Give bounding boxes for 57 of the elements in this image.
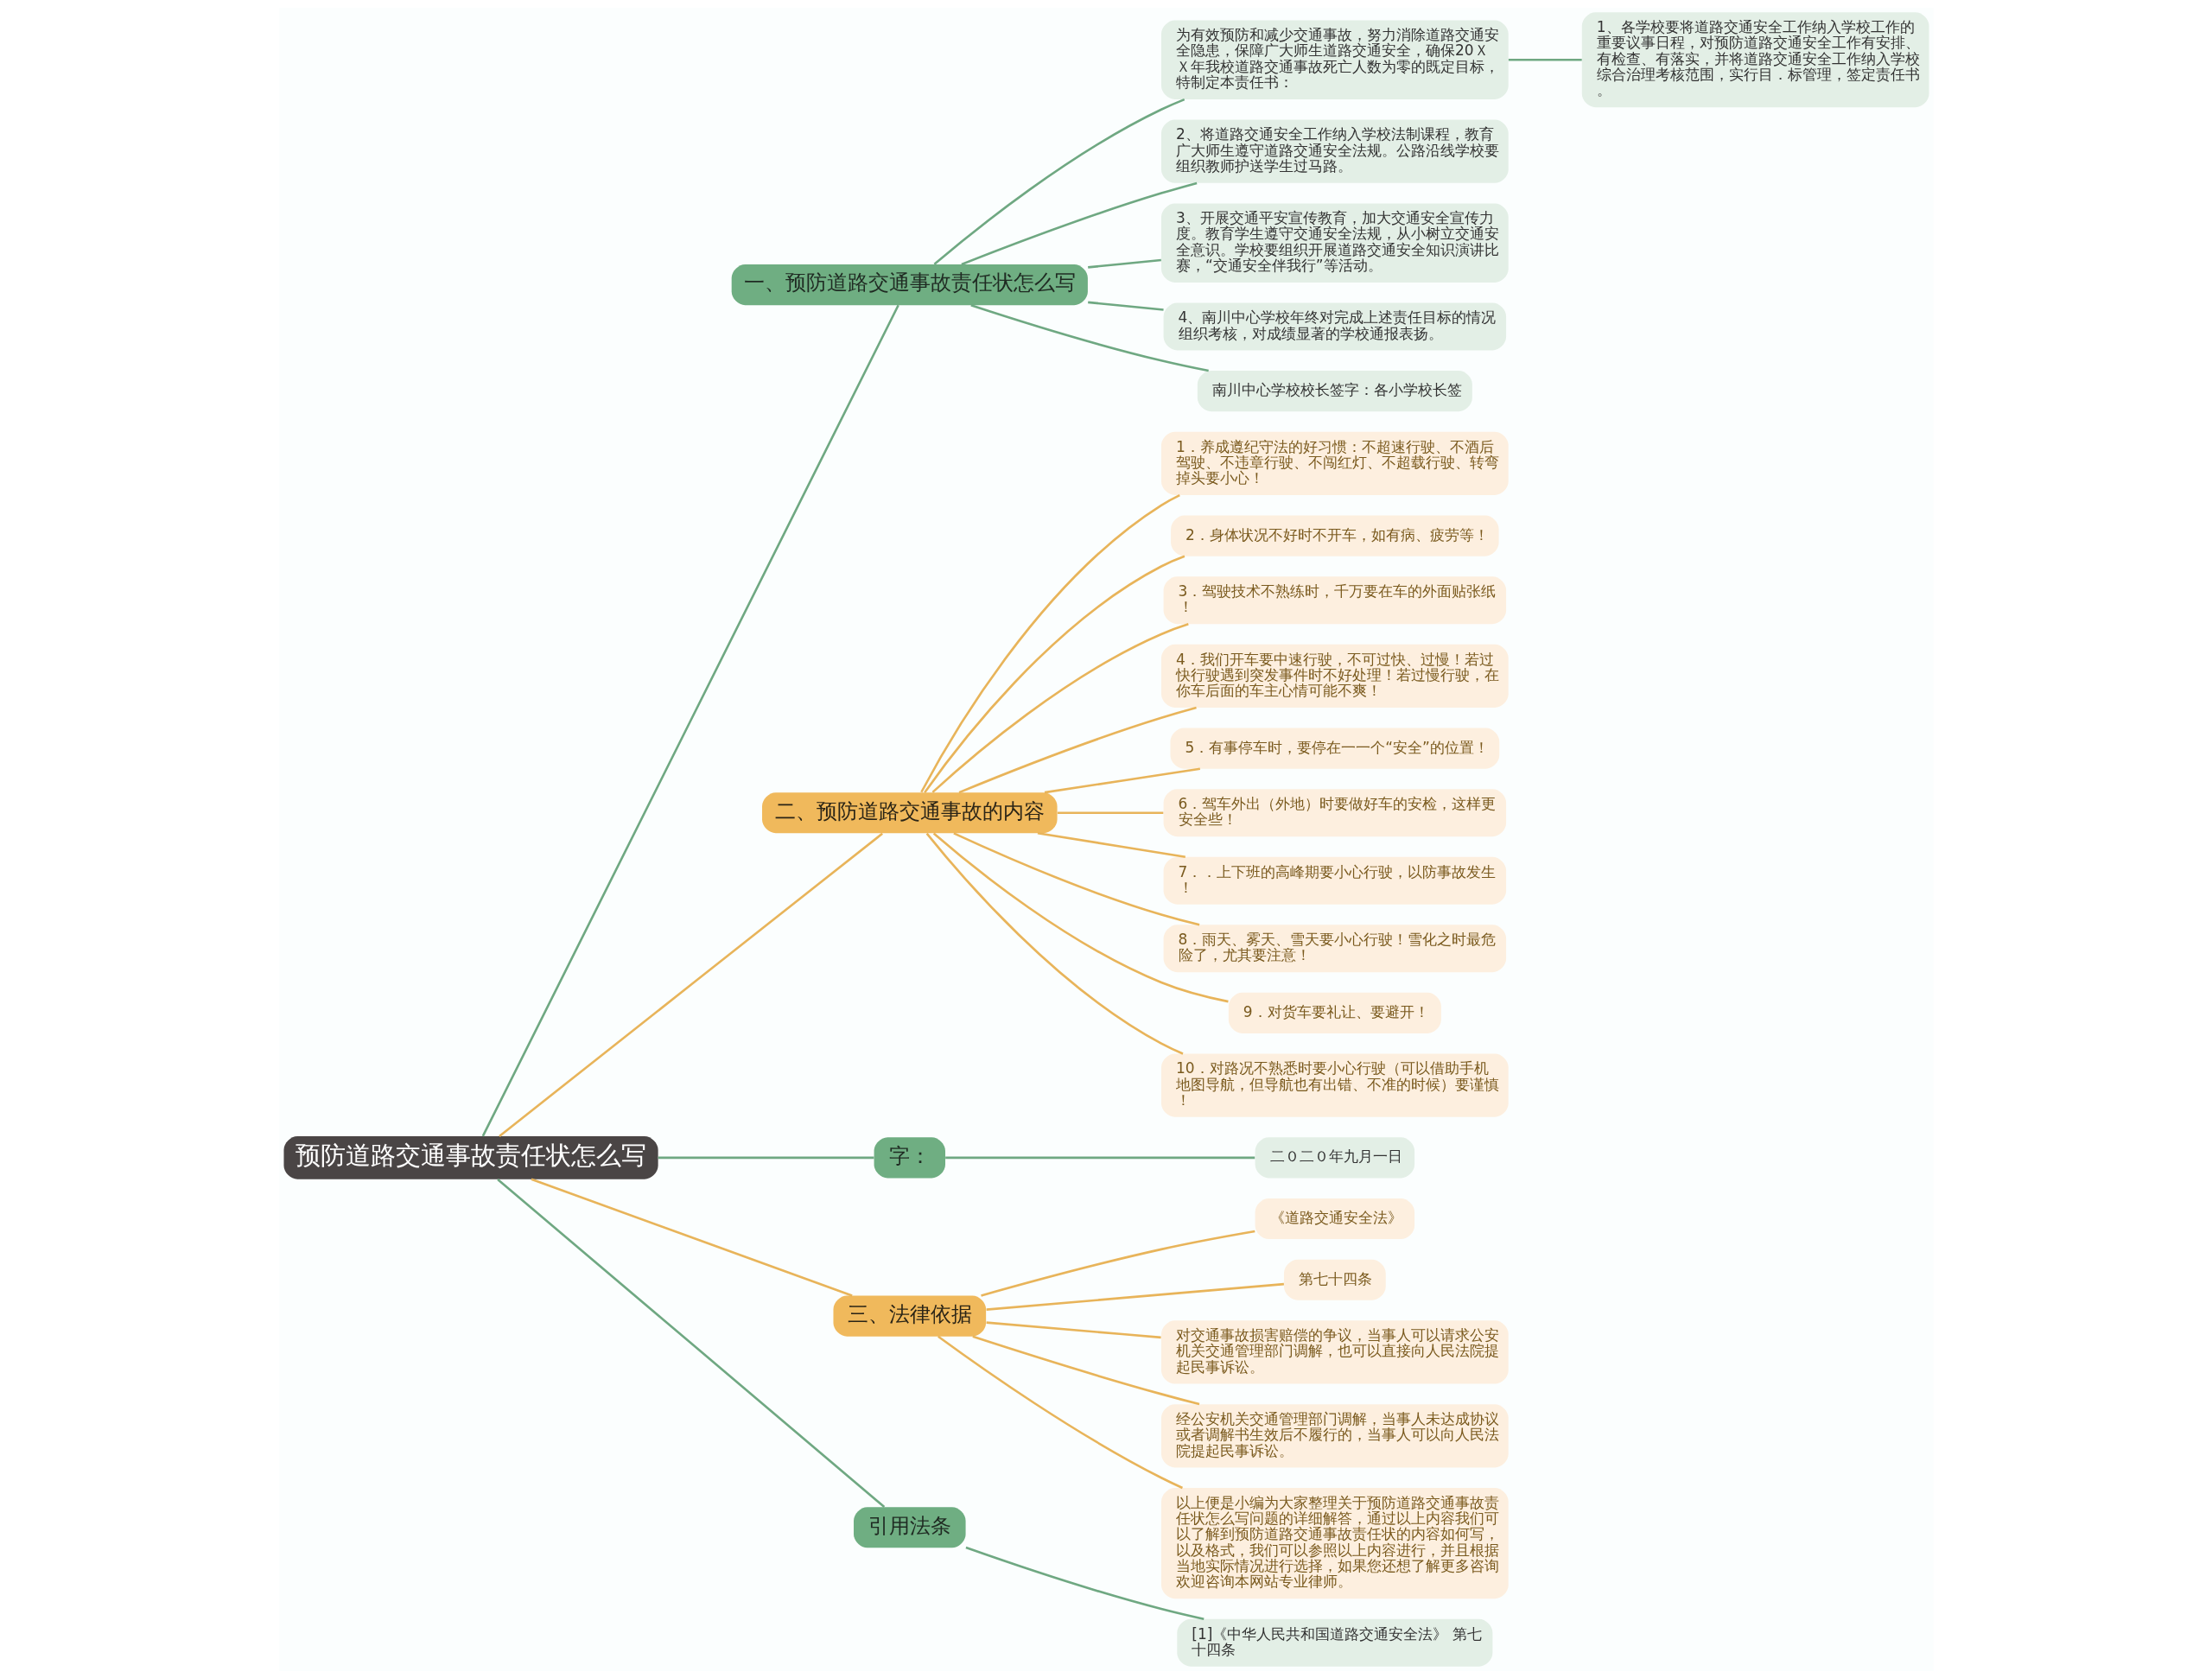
connector [925,832,1184,1055]
node-box: 《道路交通安全法》 [1255,1198,1414,1239]
node-box: 5．有事停车时，要停在一一个“安全”的位置！ [1169,728,1499,769]
node-box: 4．我们开车要中速行驶，不可过快、过慢！若过快行驶遇到突发事件时不好处理！若过慢行驶，在你车后面的车主心情可能不爽！ [1160,644,1509,708]
connector [531,1178,853,1297]
node-box: 2．身体状况不好时不开车，如有病、疲劳等！ [1170,515,1499,556]
connector [1087,258,1161,269]
connector [971,1335,1199,1405]
connector [498,832,883,1137]
connector [932,832,1229,1002]
node-box: 3．驾驶技术不熟练时，千万要在车的外面贴张纸！ [1163,575,1506,624]
node-box: 7．．上下班的高峰期要小心行驶，以防事故发生！ [1163,856,1506,905]
connector [923,555,1185,793]
node-box: 一、预防道路交通事故责任状怎么写 [731,264,1088,305]
connector [952,831,1199,925]
node-box: 8．雨天、雾天、雪天要小心行驶！雪化之时最危险了，尤其要注意！ [1163,924,1506,972]
connector [1057,810,1163,814]
connector [969,303,1209,372]
connector [481,304,899,1136]
node-box: 4、南川中心学校年终对完成上述责任目标的情况组织考核，对成绩显著的学校通报表扬。 [1163,302,1506,350]
node-box: 预防道路交通事故责任状怎么写 [283,1135,658,1179]
connector [958,706,1197,793]
connector [1044,766,1200,793]
connector [965,1546,1205,1620]
node-box: 二、预防道路交通事故的内容 [761,791,1058,833]
connector [1037,831,1185,858]
connector [919,493,1180,792]
node-box: 3、开展交通平安宣传教育，加大交通安全宣传力度。教育学生遵守交通安全法规，从小树立交通安全意识。学校要组织开展道路交通安全知识演讲比赛，“交通安全伴我行”等活动。 [1160,202,1509,283]
connector [986,1282,1284,1311]
node-box: 三、法律依据 [832,1295,986,1337]
node-box: 第七十四条 [1283,1259,1386,1300]
connector [960,181,1197,265]
connector [658,1156,874,1159]
connector [933,98,1185,265]
connector [1508,58,1582,60]
connector [496,1178,885,1508]
node-box: 二０二０年九月一日 [1255,1136,1414,1178]
node-box: 1．养成遵纪守法的好习惯：不超速行驶、不酒后驾驶、不违章行驶、不闯红灯、不超载行驶、转弯掉头要小心！ [1160,431,1509,495]
node-box: 为有效预防和减少交通事故，努力消除道路交通安全隐患，保障广大师生道路交通安全，确保20ＸＸ年我校道路交通事故死亡人数为零的既定目标，特制定本责任书： [1160,19,1509,99]
connector [937,1335,1183,1489]
node-box: 9．对货车要礼让、要避开！ [1228,992,1441,1033]
connector [1087,301,1164,311]
node-box: 2、将道路交通安全工作纳入学校法制课程，教育广大师生遵守道路交通安全法规。公路沿线学校要组织教师护送学生过马路。 [1160,119,1509,183]
node-box: 以上便是小编为大家整理关于预防道路交通事故责任状怎么写问题的详细解答，通过以上内容我们可以了解到预防道路交通事故责任状的内容如何写，以及格式，我们可以参照以上内容进行，并且根据当地实际情况进行选择，如果您还想了解更多咨询欢迎咨询本网站专业律师。 [1160,1487,1509,1599]
node-box: [1]《中华人民共和国道路交通安全法》 第七十四条 [1176,1618,1492,1667]
connector [986,1320,1161,1338]
node-box: 字： [874,1136,945,1178]
connector [931,622,1189,793]
node-box: 1、各学校要将道路交通安全工作纳入学校工作的重要议事日程，对预防道路交通安全工作有安排、有检查、有落实，并将道路交通安全工作纳入学校综合治理考核范围，实行目．标管理，签定责任书。 [1581,11,1929,107]
node-box: 对交通事故损害赔偿的争议，当事人可以请求公安机关交通管理部门调解，也可以直接向人民法院提起民事诉讼。 [1160,1319,1509,1384]
connector [944,1156,1255,1159]
node-box: 南川中心学校校长签字：各小学校长签 [1197,370,1472,411]
connector [980,1230,1255,1297]
node-box: 经公安机关交通管理部门调解，当事人未达成协议或者调解书生效后不履行的，当事人可以向人民法院提起民事诉讼。 [1160,1403,1509,1467]
node-box: 引用法条 [853,1506,966,1548]
node-box: 10．对路况不熟悉时要小心行驶（可以借助手机地图导航，但导航也有出错、不准的时候）要谨慎！ [1160,1053,1509,1117]
node-box: 6．驾车外出（外地）时要做好车的安检，这样更安全些！ [1163,788,1506,836]
